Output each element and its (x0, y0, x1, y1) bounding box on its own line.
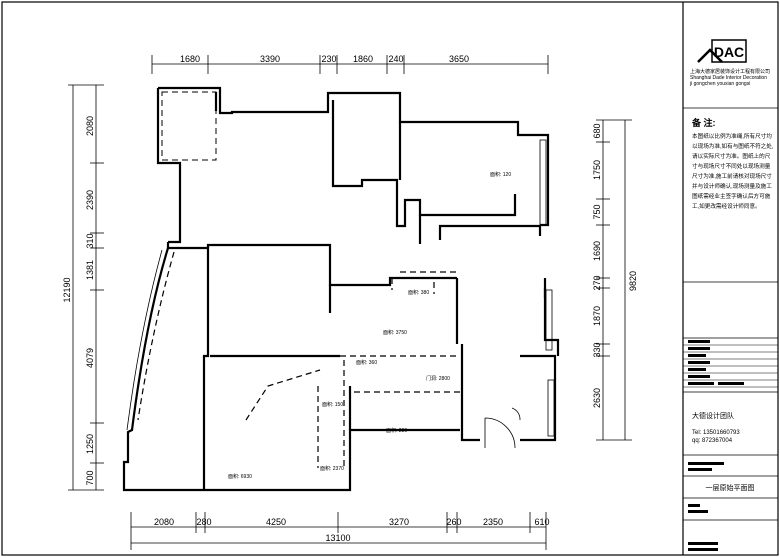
team-name: 大德设计团队 (692, 411, 734, 420)
bottom-dim-6: 2350 (483, 517, 503, 527)
bottom-dim-1: 2080 (154, 517, 174, 527)
room-labels: 面积: 120 面积: 380 面积: 3750 面积: 360 门洞: 280… (228, 171, 511, 480)
top-dim-2: 3390 (260, 54, 280, 64)
title-block: DAC 上海大德家居装饰设计工程有限公司 Shanghai Dade Inter… (683, 39, 778, 551)
room-label-3: 面积: 3750 (383, 329, 407, 336)
right-dim-8: 2630 (592, 388, 602, 408)
left-total-dim: 12190 (62, 277, 72, 302)
notes-body: 本图纸以比例为准绳,所有尺寸均以现场为准,如有与图纸不符之处,请以实际尺寸为准。… (692, 134, 774, 210)
top-dim-3: 230 (321, 54, 336, 64)
top-dim-5: 240 (388, 54, 403, 64)
team-tel: Tel: 13501660793 (692, 430, 740, 436)
drawing-title: 一层原始平面图 (706, 483, 755, 492)
right-dim-4: 1690 (592, 241, 602, 261)
bottom-dim-4: 3270 (389, 517, 409, 527)
left-dim-3: 310 (85, 233, 95, 248)
left-dim-2: 2390 (85, 190, 95, 210)
top-dim-4: 1860 (353, 54, 373, 64)
logo-text: DAC (714, 44, 744, 60)
floor-plan-walls (122, 86, 560, 492)
bottom-total-dim: 13100 (325, 533, 350, 543)
bottom-dimension-chain: 2080 280 4250 3270 260 2350 610 13100 (130, 512, 550, 550)
bottom-dim-2: 280 (196, 517, 211, 527)
room-label-4: 面积: 360 (356, 359, 377, 366)
left-dim-7: 700 (85, 470, 95, 485)
room-label-8: 面积: 6930 (228, 473, 252, 480)
notes-title: 备 注: (691, 117, 716, 128)
spec-table (683, 340, 778, 388)
team-qq: qq: 872367004 (692, 438, 733, 444)
company-line-3: ji gongchen youxian gongsi (689, 81, 750, 87)
left-dim-1: 2080 (85, 116, 95, 136)
left-dim-5: 4079 (85, 348, 95, 368)
right-dim-6: 1870 (592, 306, 602, 326)
top-dim-6: 3650 (449, 54, 469, 64)
right-dim-7: 330 (592, 342, 602, 357)
left-dimension-chain: 2080 2390 310 1381 4079 1250 700 12190 (62, 84, 104, 491)
left-dim-6: 1250 (85, 434, 95, 454)
right-dim-2: 1750 (592, 160, 602, 180)
top-dim-1: 1680 (180, 54, 200, 64)
bottom-dim-7: 610 (534, 517, 549, 527)
right-dimension-chain: 680 1750 750 1690 270 1870 330 2630 9820 (592, 119, 638, 441)
company-line-1: 上海大德家居装饰设计工程有限公司 (690, 68, 770, 75)
right-dim-5: 270 (592, 275, 602, 290)
right-dim-3: 750 (592, 204, 602, 219)
top-dimension-chain: 1680 3390 230 1860 240 3650 (151, 54, 549, 74)
right-dim-1: 680 (592, 123, 602, 138)
room-label-9: 面积: 2370 (320, 465, 344, 472)
room-label-6: 面积: 150 (322, 401, 343, 408)
right-total-dim: 9820 (628, 271, 638, 291)
bottom-dim-5: 260 (446, 517, 461, 527)
room-label-2: 面积: 380 (408, 289, 429, 296)
left-dim-4: 1381 (85, 260, 95, 280)
company-line-2: Shanghai Dade Interior Decoration (690, 75, 767, 81)
dac-logo: DAC (697, 39, 747, 63)
room-label-5: 门洞: 2800 (426, 375, 450, 382)
room-label-1: 面积: 120 (490, 171, 511, 178)
room-label-7: 面积: 280 (386, 427, 407, 434)
bottom-dim-3: 4250 (266, 517, 286, 527)
